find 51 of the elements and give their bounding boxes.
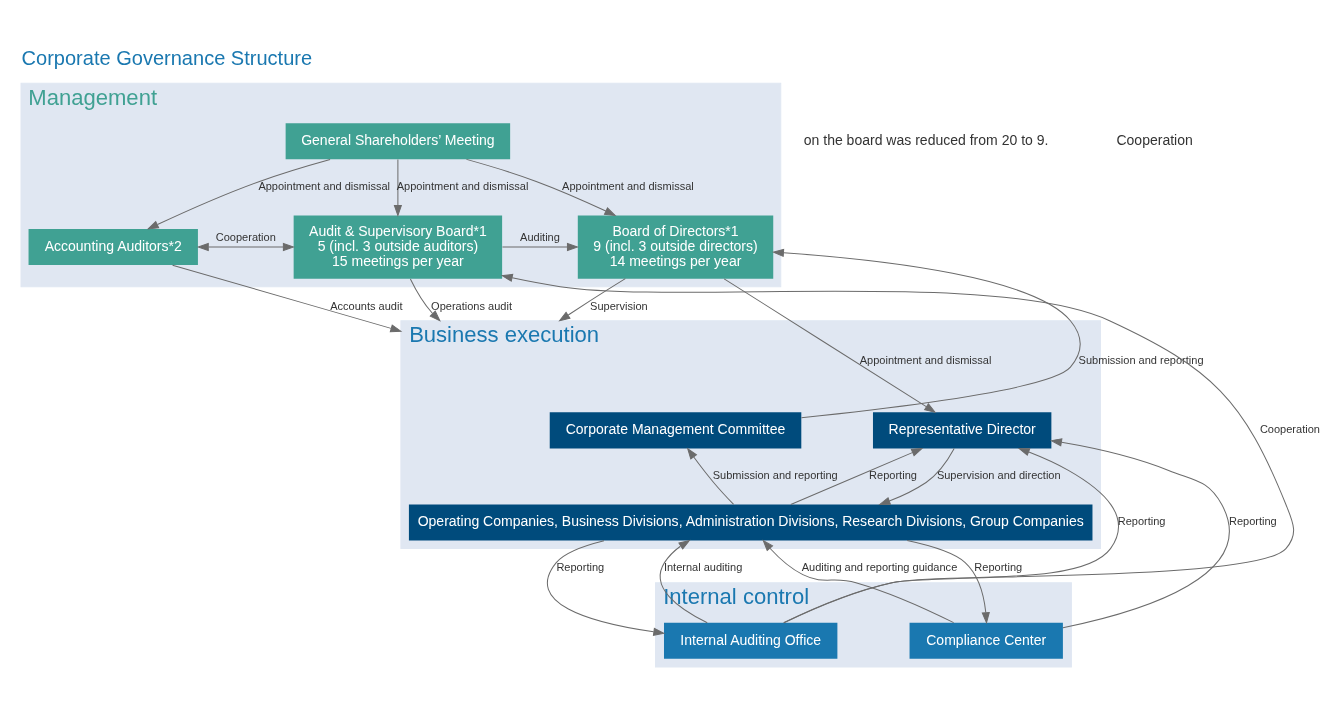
node-box: Internal Auditing Office	[663, 622, 837, 659]
arrow	[393, 158, 402, 216]
node-box: Audit & Supervisory Board*1 5 (incl. 3 outside auditors) 15 meetings per year	[293, 215, 502, 279]
arrow	[659, 540, 708, 624]
arrow	[558, 278, 626, 322]
arrow	[878, 448, 955, 505]
arrow	[1050, 438, 1229, 629]
arrow	[762, 540, 954, 624]
edge-label: Reporting	[1117, 515, 1165, 528]
edge-label: Reporting	[868, 469, 917, 482]
edge-label: Cooperation	[215, 230, 276, 243]
arrow	[147, 158, 331, 230]
arrow	[197, 243, 294, 252]
edge-label: Auditing and reporting guidance	[801, 561, 957, 574]
edge-label: Appointment and dismissal	[859, 353, 991, 366]
edge-label: Operations audit	[430, 299, 512, 312]
edge-label: Appointment and dismissal	[257, 180, 390, 193]
arrow	[789, 448, 922, 505]
label: Cooperation	[1115, 132, 1193, 149]
arrow	[465, 158, 616, 216]
edge-label: Appointment and dismissal	[561, 180, 694, 193]
node-box: Accounting Auditors*2	[28, 229, 198, 266]
edge-label: Auditing	[519, 230, 560, 243]
arrow	[686, 448, 734, 505]
edge-label: Supervision and direction	[936, 469, 1061, 482]
node-box: General Shareholders’ Meeting	[285, 123, 510, 160]
edge-label: Internal auditing	[663, 561, 742, 574]
arrow	[906, 540, 990, 624]
node-box: Corporate Management Committee	[549, 412, 801, 449]
node-box: Compliance Center	[909, 622, 1063, 659]
edge-label: Accounts audit	[329, 299, 402, 312]
node-box: Board of Directors*1 9 (incl. 3 outside directors) 14 meetings per year	[577, 215, 773, 279]
node-box: Operating Companies, Business Divisions, Administration Divisions, Research Divisions, Group Companies	[408, 504, 1092, 541]
edge-label: Submission and reporting	[712, 469, 838, 482]
edge-label: Supervision	[589, 299, 648, 312]
edge-label: Appointment and dismissal	[396, 180, 528, 193]
arrow	[546, 540, 664, 636]
diagram-title: Corporate Governance Structure	[21, 47, 312, 70]
arrow	[171, 264, 401, 333]
edge-label: Reporting	[555, 561, 604, 574]
node-box: Representative Director	[872, 412, 1051, 449]
arrow	[501, 243, 578, 252]
arrow	[782, 447, 1119, 624]
arrow	[772, 248, 1081, 419]
arrow	[723, 278, 935, 413]
label: on the board was reduced from 20 to 9.	[803, 132, 1048, 149]
edge-label: Reporting	[973, 561, 1022, 574]
edge-label: Reporting	[1228, 515, 1277, 528]
edge-label: Cooperation	[1259, 423, 1320, 436]
arrow	[501, 273, 1294, 624]
arrow	[409, 278, 440, 322]
